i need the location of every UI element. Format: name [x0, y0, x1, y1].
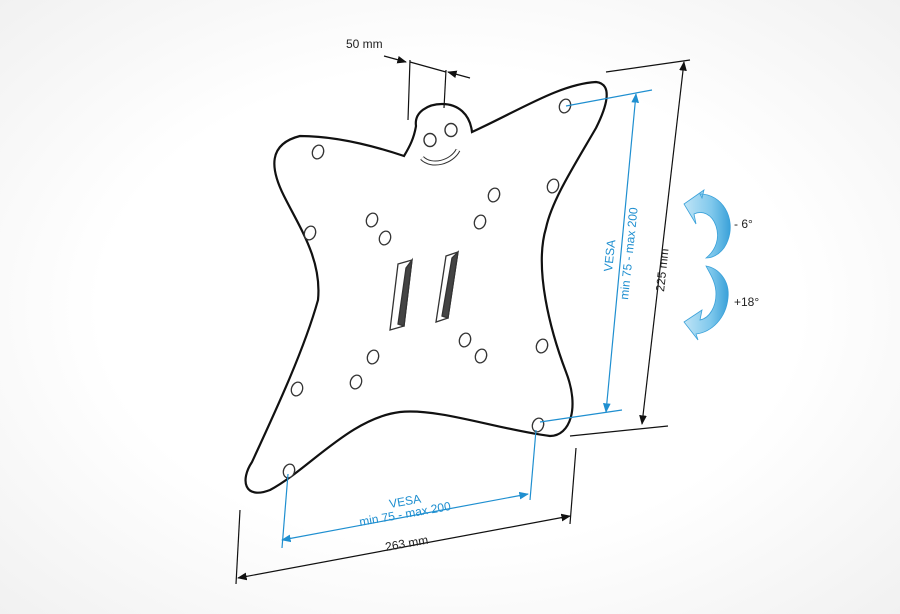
curved-arrow-up-icon	[683, 189, 731, 259]
hole	[473, 214, 487, 230]
vesa-vertical-line1: VESA	[601, 239, 618, 272]
center-slots	[389, 250, 459, 331]
hole	[349, 374, 363, 390]
hole	[458, 332, 472, 348]
hole	[546, 178, 560, 194]
slot-left-inner	[397, 257, 413, 327]
tilt-up-label: - 6°	[734, 217, 753, 231]
top-width-label: 50 mm	[346, 37, 383, 51]
hole	[365, 212, 379, 228]
total-height-label: 225 mm	[653, 248, 671, 293]
smile-face-icon	[420, 122, 461, 166]
hole	[303, 225, 317, 241]
hole	[474, 348, 488, 364]
dimension-top-width	[383, 55, 471, 121]
hole	[366, 349, 380, 365]
hole	[282, 463, 296, 479]
vesa-horizontal-line1: VESA	[388, 492, 422, 511]
vesa-vertical-dimension	[539, 89, 653, 423]
mounting-holes	[282, 98, 572, 479]
hole	[535, 338, 549, 354]
hole	[558, 98, 572, 114]
tilt-down-label: +18°	[734, 295, 759, 309]
hole	[311, 144, 325, 160]
hole	[487, 187, 501, 203]
dimension-total-height	[569, 59, 691, 437]
slot-right-inner	[441, 250, 459, 319]
vesa-horizontal-dimension	[281, 429, 537, 549]
mount-plate-outline	[244, 80, 608, 494]
total-width-label: 263 mm	[384, 533, 429, 554]
hole	[378, 230, 392, 246]
hole	[290, 381, 304, 397]
curved-arrow-down-icon	[683, 265, 729, 341]
